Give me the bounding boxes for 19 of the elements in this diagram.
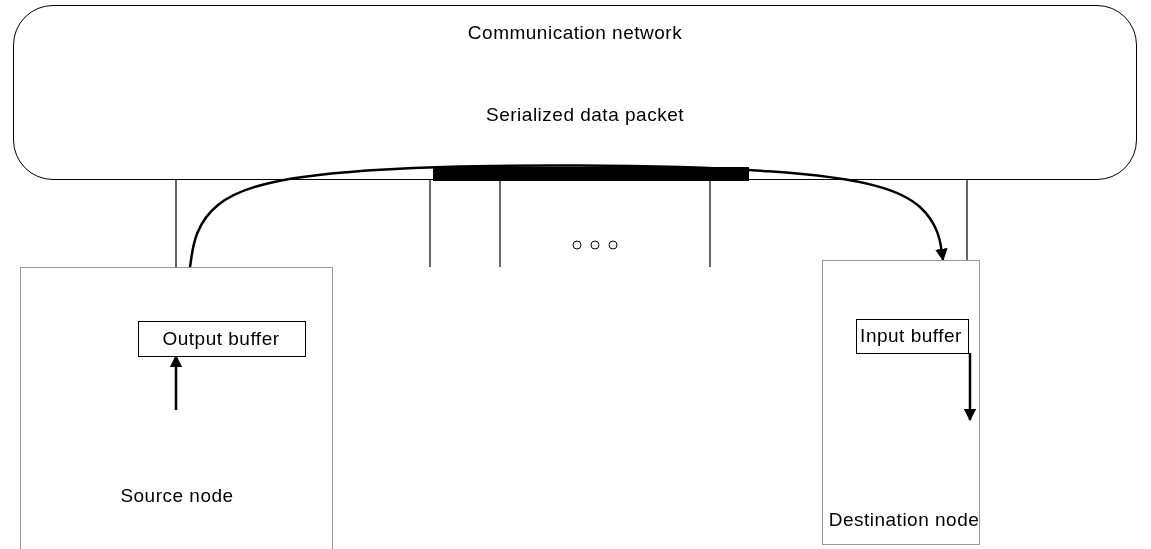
connector-line [429, 179, 431, 268]
source-node-box [20, 267, 333, 549]
node-label: Communication network [467, 22, 683, 44]
node-label: Serialized data packet [486, 104, 684, 126]
node-label: Output buffer [162, 328, 280, 350]
data-packet-bar [433, 167, 749, 181]
node-label: Destination node [828, 509, 980, 531]
destination-node-box [822, 260, 980, 545]
arrow [963, 353, 977, 422]
output-buffer-box [138, 321, 306, 357]
node-label: Source node [120, 485, 234, 507]
connector-line [966, 179, 968, 261]
network-band [13, 5, 1137, 180]
connector-line [499, 179, 501, 268]
input-buffer-box [856, 319, 969, 354]
arrow [188, 164, 948, 268]
node-label: Input buffer [860, 325, 962, 347]
connector-line [175, 179, 177, 268]
connector-line [709, 179, 711, 268]
